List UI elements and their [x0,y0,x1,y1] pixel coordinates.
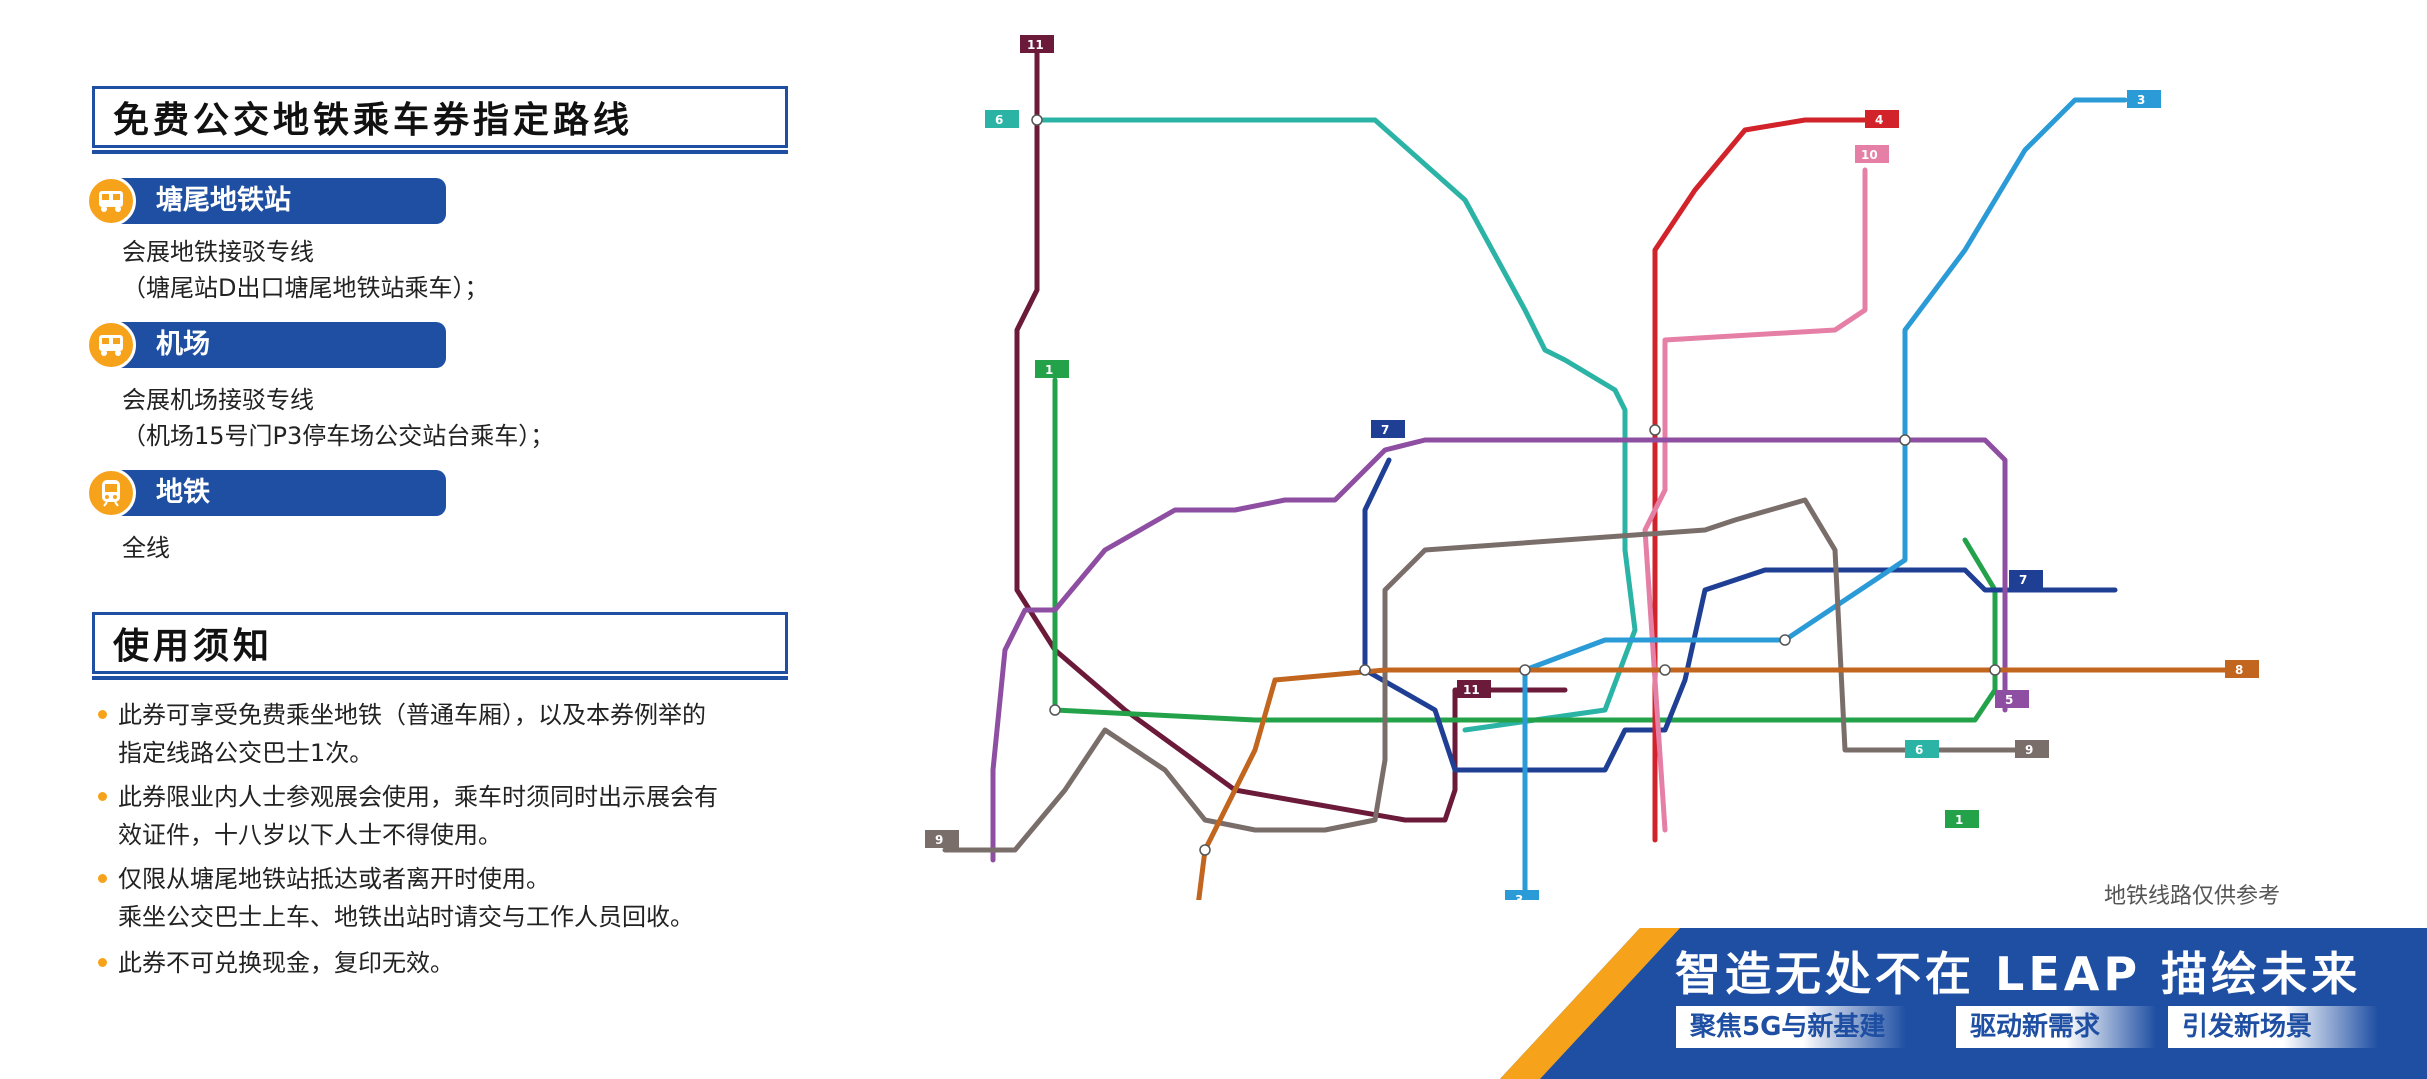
svg-text:4: 4 [1875,113,1883,127]
line-2-route [1196,667,1998,900]
bullet-dot [98,874,107,883]
svg-text:10: 10 [1861,148,1878,162]
location-name: 塘尾地铁站 [116,178,446,224]
line-6-route [1034,117,1638,733]
notice-line: 此券可享受免费乘坐地铁（普通车厢），以及本券例举的 [118,701,706,729]
banner-tag: 聚焦5G与新基建 [1676,1006,1906,1048]
bus-icon [86,176,136,226]
station-node [1779,634,1791,646]
bullet-dot [98,958,107,967]
station-node [1899,434,1911,446]
detail-line: 会展机场接驳专线 [122,386,314,414]
notice-line: 此券限业内人士参观展会使用，乘车时须同时出示展会有 [118,783,718,811]
location-tangwei: 塘尾地铁站 [86,176,446,226]
line-5-route [990,437,2008,863]
notice-line: 乘坐公交巴士上车、地铁出站时请交与工作人员回收。 [118,903,694,931]
detail-line: （塘尾站D出口塘尾地铁站乘车）； [122,274,489,302]
metro-map: 11 6 1 7 4 10 3 7 9 5 2 8 5 9 1 3 11 6 [925,35,2259,900]
line-9-route [942,497,2018,853]
detail-line: （机场15号门P3停车场公交站台乘车）； [122,422,555,450]
location-name: 地铁 [116,470,446,516]
bullet-dot [98,792,107,801]
bus-icon [86,320,136,370]
line-3-route [1522,97,2128,893]
location-name: 机场 [116,322,446,368]
banner-tag: 驱动新需求 [1956,1006,2156,1048]
line-11-route [1014,47,1568,823]
map-reference-note: 地铁线路仅供参考 [2104,884,2281,909]
station-node [1049,704,1061,716]
station-node [1359,664,1371,676]
line-1-route [1052,377,1998,723]
svg-text:1: 1 [1955,813,1963,827]
line-badges: 11 6 1 7 4 10 3 7 9 5 2 8 5 9 1 3 11 6 [925,35,2259,900]
notice-item: 此券不可兑换现金，复印无效。 [98,944,798,982]
line-4-route [1652,117,1868,843]
bullet-dot [98,710,107,719]
notice-line: 此券不可兑换现金，复印无效。 [118,949,454,977]
metro-icon [86,468,136,518]
detail-line: 会展地铁接驳专线 [122,238,314,266]
svg-text:3: 3 [1515,893,1523,900]
station-node [1989,664,2001,676]
notice-line: 指定线路公交巴士1次。 [118,739,374,767]
section-title-routes: 免费公交地铁乘车券指定路线 [92,86,788,154]
ticket-info-panel: 免费公交地铁乘车券指定路线 塘尾地铁站 会展地铁接驳专线 （塘尾站D出口塘尾地铁… [0,0,900,1079]
svg-text:6: 6 [995,113,1003,127]
location-metro: 地铁 [86,468,446,518]
svg-text:9: 9 [2025,743,2033,757]
banner-tag: 引发新场景 [2168,1006,2378,1048]
svg-text:9: 9 [935,833,943,847]
location-airport: 机场 [86,320,446,370]
line-10-route [1642,167,1868,833]
section-title-notice: 使用须知 [92,612,788,680]
station-node [1659,664,1671,676]
routes-title-text: 免费公交地铁乘车券指定路线 [113,100,634,141]
notice-line: 仅限从塘尾地铁站抵达或者离开时使用。 [118,865,550,893]
svg-text:11: 11 [1027,38,1044,52]
banner-slogan: 智造无处不在 LEAP 描绘未来 [1675,947,2362,1001]
svg-text:1: 1 [1045,363,1053,377]
location-detail: 会展机场接驳专线 （机场15号门P3停车场公交站台乘车）； [122,382,554,454]
svg-text:11: 11 [1463,683,1480,697]
station-node [1519,664,1531,676]
svg-text:3: 3 [2137,93,2145,107]
svg-text:6: 6 [1915,743,1923,757]
location-detail: 全线 [122,530,170,566]
station-node [1649,424,1661,436]
detail-line: 全线 [122,534,170,562]
svg-text:8: 8 [2235,663,2243,677]
location-detail: 会展地铁接驳专线 （塘尾站D出口塘尾地铁站乘车）； [122,234,488,306]
station-node [1199,844,1211,856]
notice-item: 仅限从塘尾地铁站抵达或者离开时使用。乘坐公交巴士上车、地铁出站时请交与工作人员回… [98,860,798,936]
notice-title-text: 使用须知 [113,626,274,667]
svg-text:7: 7 [1381,423,1389,437]
line-7-route [1362,457,2118,773]
svg-text:5: 5 [2005,693,2013,707]
notice-line: 效证件，十八岁以下人士不得使用。 [118,821,502,849]
station-node [1031,114,1043,126]
notice-item: 此券可享受免费乘坐地铁（普通车厢），以及本券例举的指定线路公交巴士1次。 [98,696,798,772]
notice-item: 此券限业内人士参观展会使用，乘车时须同时出示展会有效证件，十八岁以下人士不得使用… [98,778,798,854]
svg-text:7: 7 [2019,573,2027,587]
